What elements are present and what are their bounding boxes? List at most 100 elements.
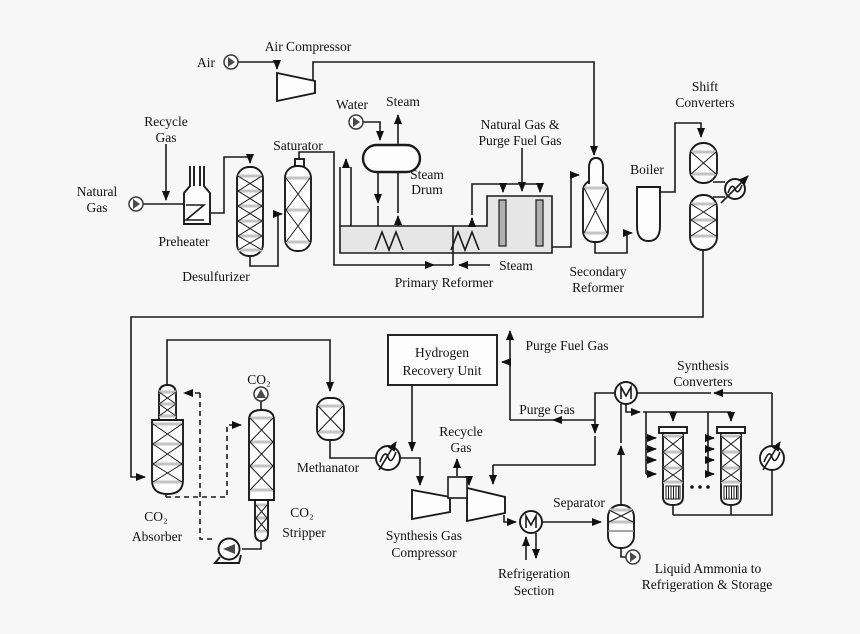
svg-text:Stripper: Stripper xyxy=(282,525,326,540)
loop-cooler-exchanger xyxy=(759,441,785,471)
air-compressor-label: Air Compressor xyxy=(265,39,352,54)
svg-text:Refrigeration & Storage: Refrigeration & Storage xyxy=(642,577,772,592)
natural-gas-inlet-marker xyxy=(128,196,144,212)
pipe-water-in xyxy=(363,121,384,141)
exchanger-s-icon xyxy=(379,451,397,463)
separator-vessel xyxy=(607,504,635,549)
exchanger-m-icon xyxy=(620,383,632,399)
steam-out-label: Steam xyxy=(386,94,420,109)
pipe-saturator-to-reformer xyxy=(298,151,435,269)
desulfurizer-vessel xyxy=(236,166,264,257)
air-compressor xyxy=(276,71,316,103)
svg-text:Converters: Converters xyxy=(673,374,732,389)
steam-drum xyxy=(361,143,422,174)
svg-text:Converters: Converters xyxy=(675,95,734,110)
primary-reformer-label: Primary Reformer xyxy=(395,275,494,290)
pipe-air-inlet xyxy=(238,60,281,70)
svg-text:Gas: Gas xyxy=(87,200,108,215)
steam-feed-label: Steam xyxy=(499,258,533,273)
secondary-reformer-label: Secondary xyxy=(570,264,627,279)
air-inlet-marker xyxy=(223,54,239,70)
co2-stripper-vessel xyxy=(248,409,275,542)
pipe-lean-solvent xyxy=(199,393,215,540)
recycle-gas-mid-label: Recycle xyxy=(439,424,482,439)
exchanger-arrow-icon xyxy=(378,441,397,471)
exchanger-s-icon xyxy=(763,451,781,463)
preheater-label: Preheater xyxy=(159,234,210,249)
exchanger-arrow-icon xyxy=(762,441,781,471)
hydrogen-recovery-unit xyxy=(387,334,498,386)
co2-stripper-label: CO₂ xyxy=(290,505,313,520)
labels: Air Air Compressor Recycle Gas Natural G… xyxy=(77,39,772,598)
burner-coil-icon xyxy=(374,229,404,253)
svg-text:Recovery Unit: Recovery Unit xyxy=(402,363,481,378)
secondary-reformer-vessel xyxy=(582,157,609,243)
pipe-compressor-discharge xyxy=(503,515,517,526)
refrigeration-section-label: Refrigeration xyxy=(498,566,570,581)
svg-text:Reformer: Reformer xyxy=(572,280,624,295)
saturator-label: Saturator xyxy=(273,138,323,153)
pump-flow-icon xyxy=(223,544,235,554)
burner-coil-icon xyxy=(450,229,480,253)
methanator-vessel xyxy=(316,397,345,441)
co2-vent-label: CO₂ xyxy=(247,372,270,387)
pipe-loop-return xyxy=(591,392,615,434)
synthesis-converters-label: Synthesis xyxy=(677,358,729,373)
recycle-gas-top-label: Recycle xyxy=(144,114,187,129)
compressor-crossover xyxy=(447,476,468,499)
loop-interchanger xyxy=(614,381,638,405)
svg-text:Compressor: Compressor xyxy=(391,545,457,560)
pipe-reformer-riser xyxy=(434,226,454,266)
primary-reformer-firebox xyxy=(339,167,553,254)
hru-label: Hydrogen xyxy=(415,345,469,360)
converter-ellipsis-dots xyxy=(690,485,710,489)
water-inlet-marker xyxy=(348,114,364,130)
liquid-ammonia-label: Liquid Ammonia to xyxy=(655,561,762,576)
air-label: Air xyxy=(197,55,216,70)
process-lines xyxy=(130,60,773,560)
shift-cooler-exchanger xyxy=(720,175,749,204)
pipe-secondary-to-boiler xyxy=(594,229,633,254)
natural-gas-label: Natural xyxy=(77,184,118,199)
methanator-cooler-exchanger xyxy=(375,441,401,471)
saturator-vessel xyxy=(284,158,312,252)
svg-text:Section: Section xyxy=(514,583,555,598)
co2-vent-marker xyxy=(253,386,269,402)
pipe-shift-to-absorber xyxy=(130,250,704,481)
synthesis-gas-compressor-label: Synthesis Gas xyxy=(386,528,462,543)
purge-fuel-gas-label: Purge Fuel Gas xyxy=(526,338,609,353)
reformer-tube xyxy=(535,199,544,247)
pipe-rich-solvent xyxy=(166,421,242,498)
pipe-boiler-to-shift xyxy=(660,122,705,193)
svg-text:Drum: Drum xyxy=(411,182,443,197)
pipe-preheater-to-desulfurizer xyxy=(210,154,254,214)
methanator-label: Methanator xyxy=(297,460,360,475)
svg-text:Absorber: Absorber xyxy=(132,529,183,544)
pipe-desulfurizer-to-saturator xyxy=(249,210,283,267)
svg-text:Gas: Gas xyxy=(156,130,177,145)
pipe-to-compressor xyxy=(400,457,424,486)
shift-converter-vessel xyxy=(689,142,718,251)
reformer-fuel-label: Natural Gas & xyxy=(481,117,560,132)
reformer-tube xyxy=(498,199,507,247)
synthesis-gas-compressor xyxy=(411,476,506,523)
purge-gas-label: Purge Gas xyxy=(519,402,575,417)
solvent-pump xyxy=(212,537,242,564)
synthesis-converter-1 xyxy=(658,426,688,506)
svg-text:Purge Fuel Gas: Purge Fuel Gas xyxy=(479,133,562,148)
exchanger-arrow-icon xyxy=(720,175,749,204)
pipe-primary-to-secondary xyxy=(552,171,580,248)
pipe-converter-feed xyxy=(625,404,641,416)
svg-text:Gas: Gas xyxy=(451,440,472,455)
reformer-inlet-channel xyxy=(339,167,352,226)
shift-converters-label: Shift xyxy=(692,79,719,94)
pipe-absorber-to-methanator xyxy=(166,339,334,392)
boiler-vessel xyxy=(636,186,661,242)
synthesis-converter-2 xyxy=(716,426,746,506)
chiller-m-icon xyxy=(525,512,537,528)
separator-label: Separator xyxy=(553,495,605,510)
ammonia-outlet-marker xyxy=(625,549,641,565)
desulfurizer-label: Desulfurizer xyxy=(182,269,250,284)
loop-chiller-exchanger xyxy=(519,510,543,534)
